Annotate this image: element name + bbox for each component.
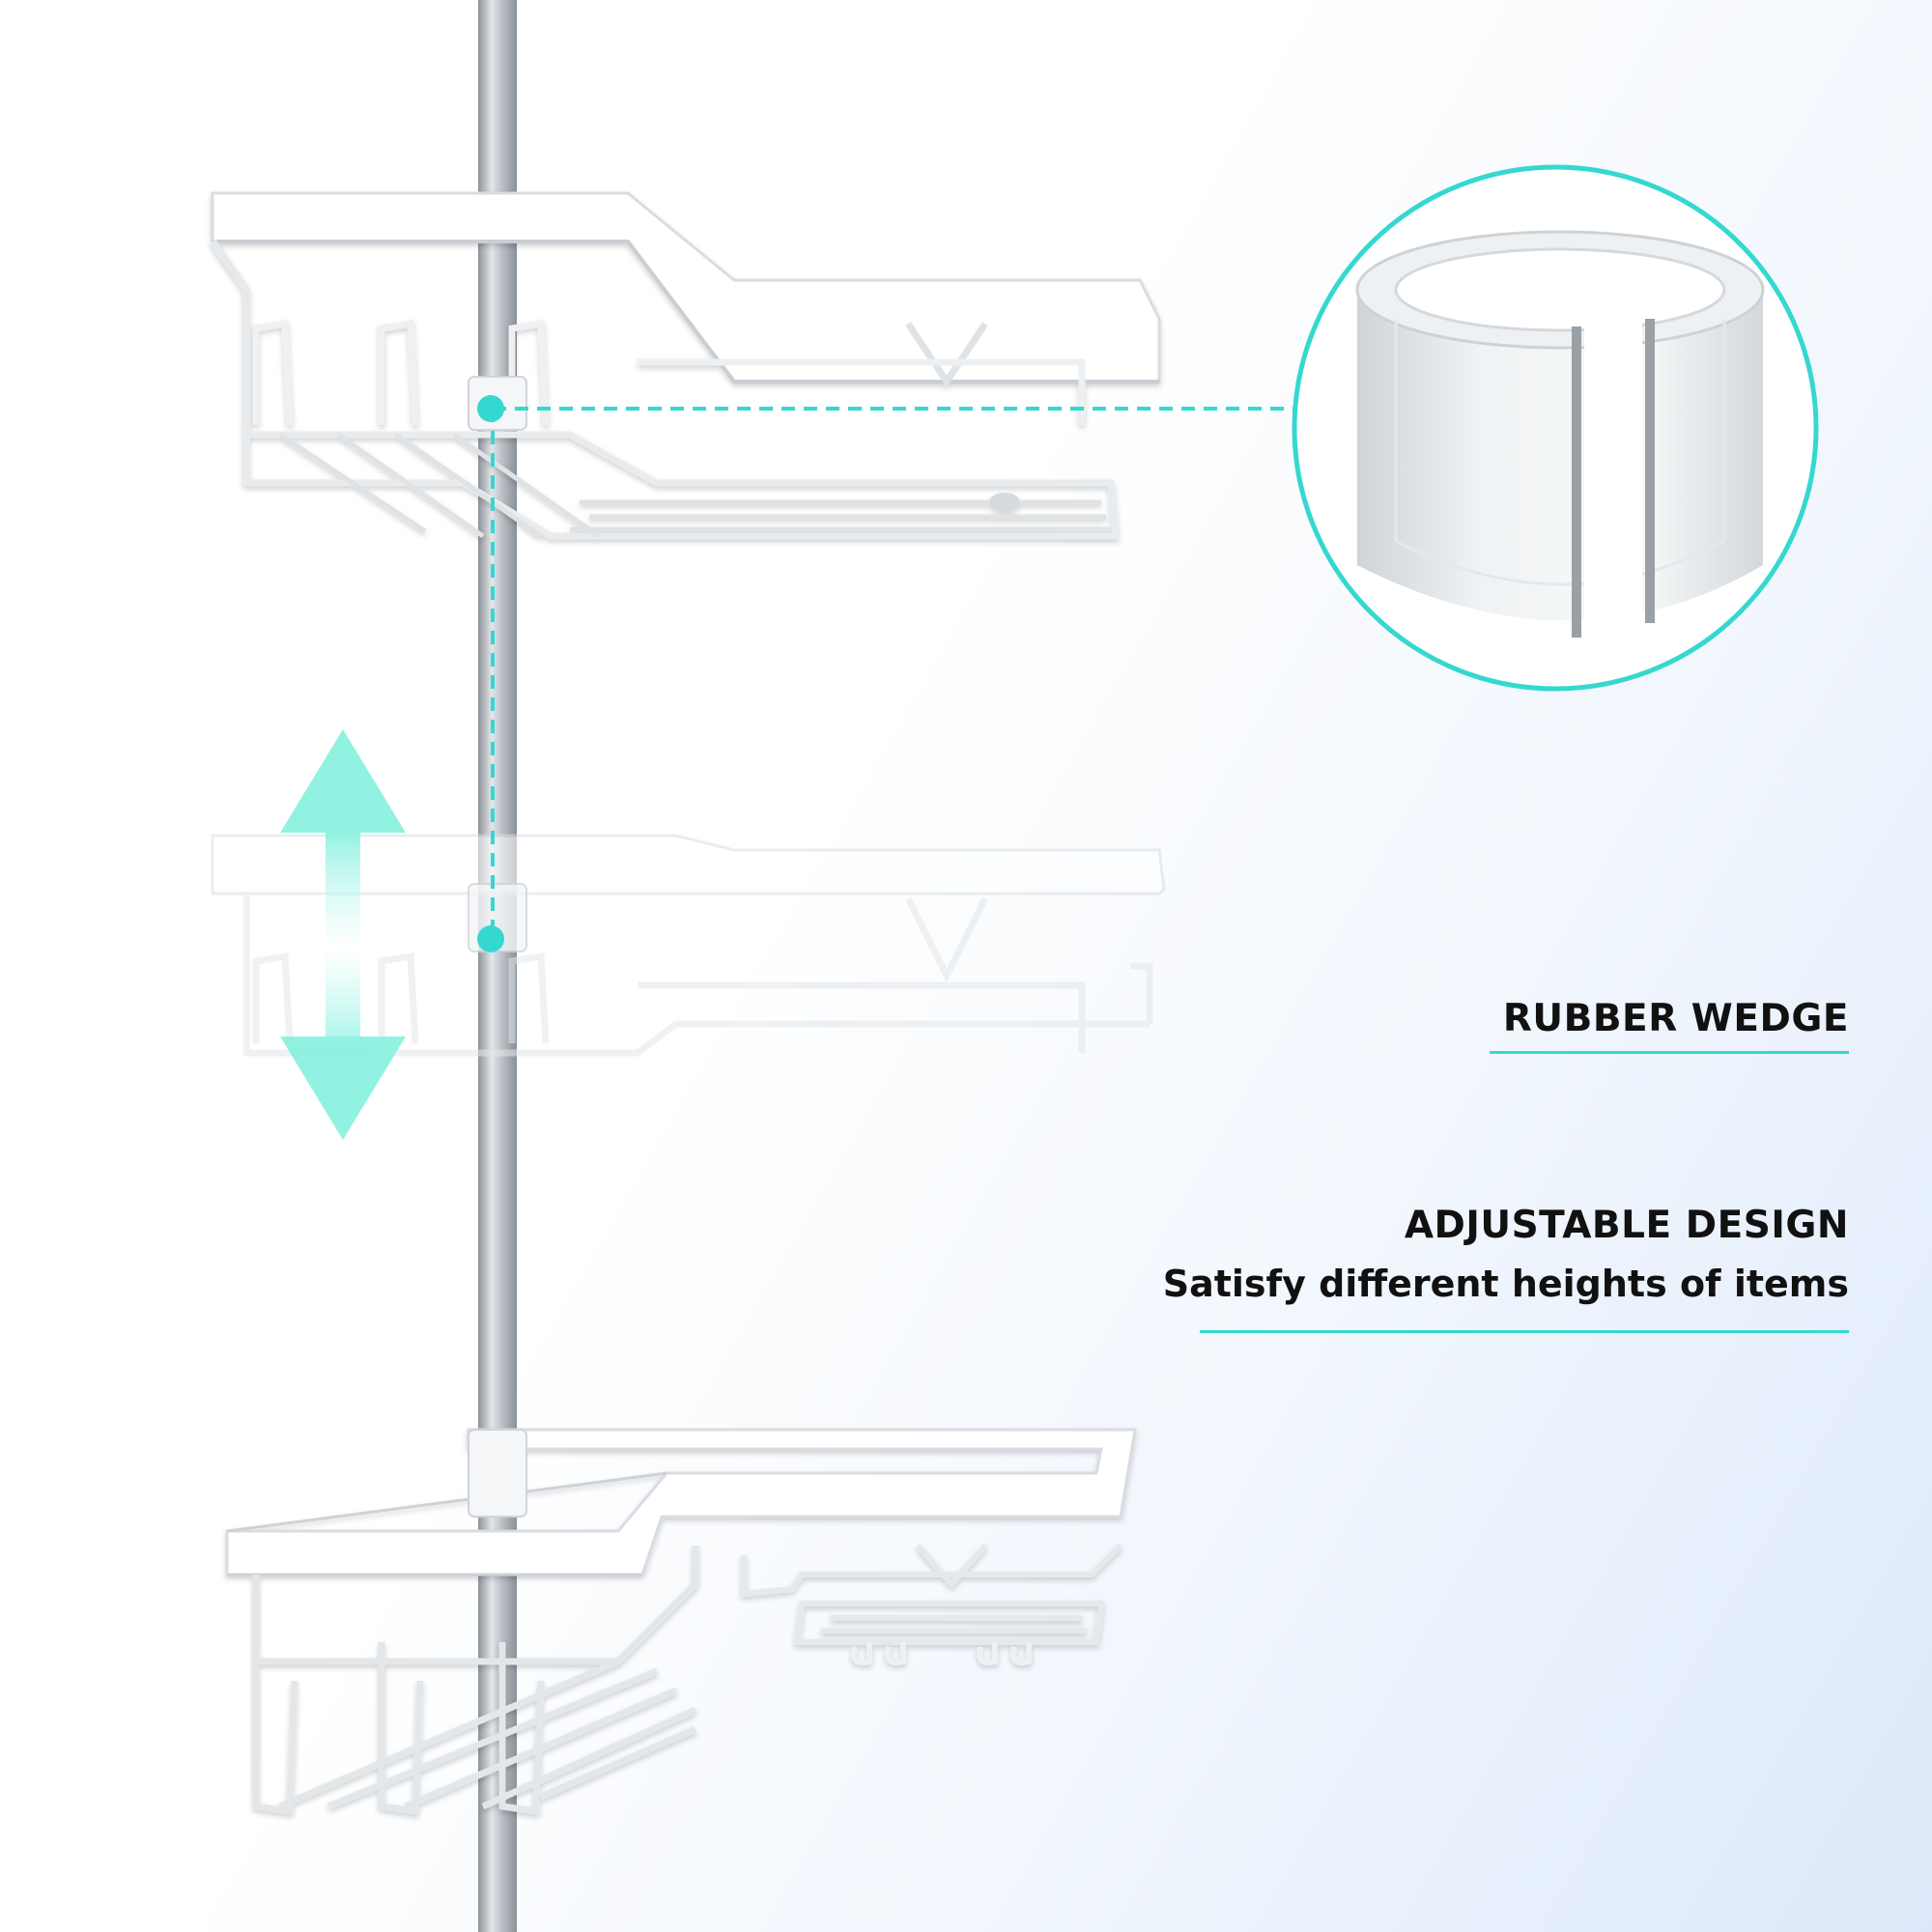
bottom-shelf — [225, 1428, 1137, 1816]
adjustable-underline — [1200, 1330, 1849, 1333]
adjustable-label-block: ADJUSTABLE DESIGN Satisfy different heig… — [1163, 1204, 1849, 1305]
callout-lines — [491, 407, 1294, 939]
wedge-zoom-callout — [1292, 164, 1819, 692]
bottom-bracket — [468, 1429, 527, 1518]
callout-dot-top — [477, 395, 504, 422]
rubber-wedge-label-block: RUBBER WEDGE — [1503, 997, 1849, 1040]
rubber-wedge-title: RUBBER WEDGE — [1502, 997, 1849, 1040]
callout-dot-middle — [477, 925, 504, 952]
adjustable-design-title: ADJUSTABLE DESIGN — [1404, 1204, 1849, 1247]
top-shelf — [209, 191, 1161, 540]
double-vertical-arrow-icon — [280, 729, 406, 1140]
adjustable-design-subtitle: Satisfy different heights of items — [1162, 1263, 1849, 1305]
middle-shelf-ghost — [211, 834, 1166, 1057]
rubber-wedge-icon — [1355, 230, 1765, 647]
rubber-wedge-underline — [1490, 1051, 1849, 1054]
